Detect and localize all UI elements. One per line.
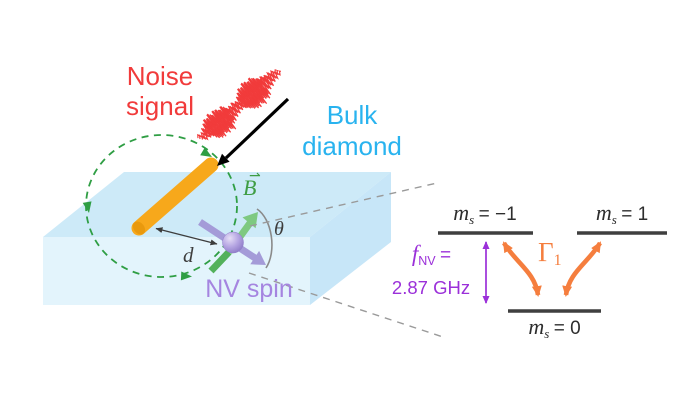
ms-subscript: s <box>469 212 475 228</box>
ms-minus1-value: = −1 <box>478 204 517 225</box>
theta-arc <box>256 208 273 269</box>
noise-label-line1: Noise <box>126 61 194 91</box>
noise-signal-label: Noise signal <box>106 61 214 121</box>
ms-zero-value: = 0 <box>553 318 581 339</box>
gamma-label: Γ1 <box>538 237 562 270</box>
wire-rod-body <box>131 157 219 236</box>
distance-label: d <box>183 243 194 267</box>
bulk-label-line1: Bulk <box>326 100 378 130</box>
block-top-face <box>43 172 391 237</box>
zoom-connectors <box>248 182 444 338</box>
field-loop-arrowhead-left <box>82 201 92 213</box>
nv-frequency-value: 2.87 GHz <box>391 277 471 298</box>
energy-level-diagram <box>438 231 667 313</box>
nv-frequency-label: fNV = <box>384 241 479 268</box>
zoom-connector-bottom <box>248 272 444 338</box>
bulk-label-line2: diamond <box>302 131 402 161</box>
gamma-symbol: Γ <box>538 237 554 267</box>
frequency-equals: = <box>440 245 452 266</box>
block-front-face <box>43 237 310 305</box>
b-field-label: ⇀ B <box>243 168 261 199</box>
block-right-face <box>310 172 391 305</box>
field-loop-arrowhead-top <box>200 147 212 157</box>
level-label-minus1: ms = −1 <box>430 200 540 228</box>
b-field-symbol: B <box>243 175 257 200</box>
noise-arrow <box>217 97 290 166</box>
gamma-subscript: 1 <box>553 252 562 270</box>
ms-symbol: m <box>595 200 612 225</box>
distance-arrow <box>155 227 218 246</box>
noise-label-line2: signal <box>126 91 194 121</box>
wire-rod <box>131 157 219 236</box>
field-loop-arrowhead-bottom <box>180 271 192 281</box>
nv-sphere <box>222 231 244 254</box>
nv-spin-label: NV spin <box>205 275 293 303</box>
zoom-connector-top <box>249 182 438 227</box>
gamma-arrow-left <box>502 241 542 297</box>
level-label-zero: ms = 0 <box>502 314 607 342</box>
theta-label: θ <box>274 218 284 240</box>
field-loop <box>82 134 238 281</box>
frequency-subscript: NV <box>418 254 436 269</box>
ms-symbol: m <box>528 314 545 339</box>
ms-plus1-value: = 1 <box>621 204 649 225</box>
ms-symbol: m <box>453 200 470 225</box>
vector-arrow-icon: ⇀ <box>249 168 261 184</box>
ms-subscript: s <box>611 212 617 228</box>
frequency-symbol: f <box>411 241 419 266</box>
diamond-block <box>43 172 391 305</box>
level-label-plus1: ms = 1 <box>572 200 672 228</box>
wire-rod-endcap <box>132 221 146 235</box>
ms-subscript: s <box>544 326 550 342</box>
bulk-diamond-label: Bulk diamond <box>282 100 422 162</box>
gamma-arrow-right <box>562 241 602 297</box>
